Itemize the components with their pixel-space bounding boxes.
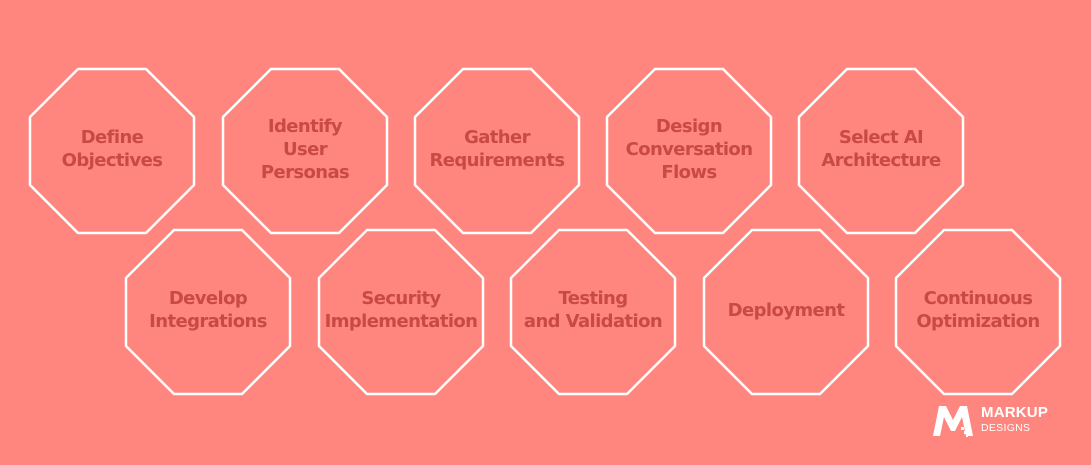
octagon-shape xyxy=(702,228,870,396)
step-label: Define Objectives xyxy=(61,127,163,171)
step-deployment: Deployment xyxy=(702,228,870,396)
step-continuous-optimization: Continuous Optimization xyxy=(894,228,1062,396)
octagon-shape xyxy=(509,228,677,396)
octagon-shape xyxy=(221,67,389,235)
octagon-shape xyxy=(28,67,196,235)
markup-m-logo-icon xyxy=(933,406,973,437)
step-label: Security Implementation xyxy=(324,288,478,332)
brand-logo: MARKUP DESIGNS xyxy=(931,401,1061,441)
step-label: Deployment xyxy=(727,299,845,321)
step-label: Select AI Architecture xyxy=(821,127,941,171)
octagon-shape xyxy=(317,228,485,396)
step-gather-requirements: Gather Requirements xyxy=(413,67,581,235)
octagon-shape xyxy=(124,228,292,396)
step-label: Design Conversation Flows xyxy=(625,115,753,183)
step-design-conversation-flows: Design Conversation Flows xyxy=(605,67,773,235)
step-security-implementation: Security Implementation xyxy=(317,228,485,396)
logo-wordmark: MARKUP xyxy=(981,404,1049,421)
step-testing-and-validation: Testing and Validation xyxy=(509,228,677,396)
octagon-shape xyxy=(797,67,965,235)
step-label: Gather Requirements xyxy=(429,127,566,171)
octagon-shape xyxy=(413,67,581,235)
step-identify-user-personas: Identify User Personas xyxy=(221,67,389,235)
step-label: Testing and Validation xyxy=(523,288,663,332)
step-define-objectives: Define Objectives xyxy=(28,67,196,235)
step-develop-integrations: Develop Integrations xyxy=(124,228,292,396)
step-label: Identify User Personas xyxy=(260,115,350,183)
octagon-shape xyxy=(605,67,773,235)
logo-subtitle: DESIGNS xyxy=(981,422,1031,434)
step-label: Continuous Optimization xyxy=(916,288,1040,332)
step-label: Develop Integrations xyxy=(149,288,267,332)
octagon-shape xyxy=(894,228,1062,396)
step-select-ai-architecture: Select AI Architecture xyxy=(797,67,965,235)
